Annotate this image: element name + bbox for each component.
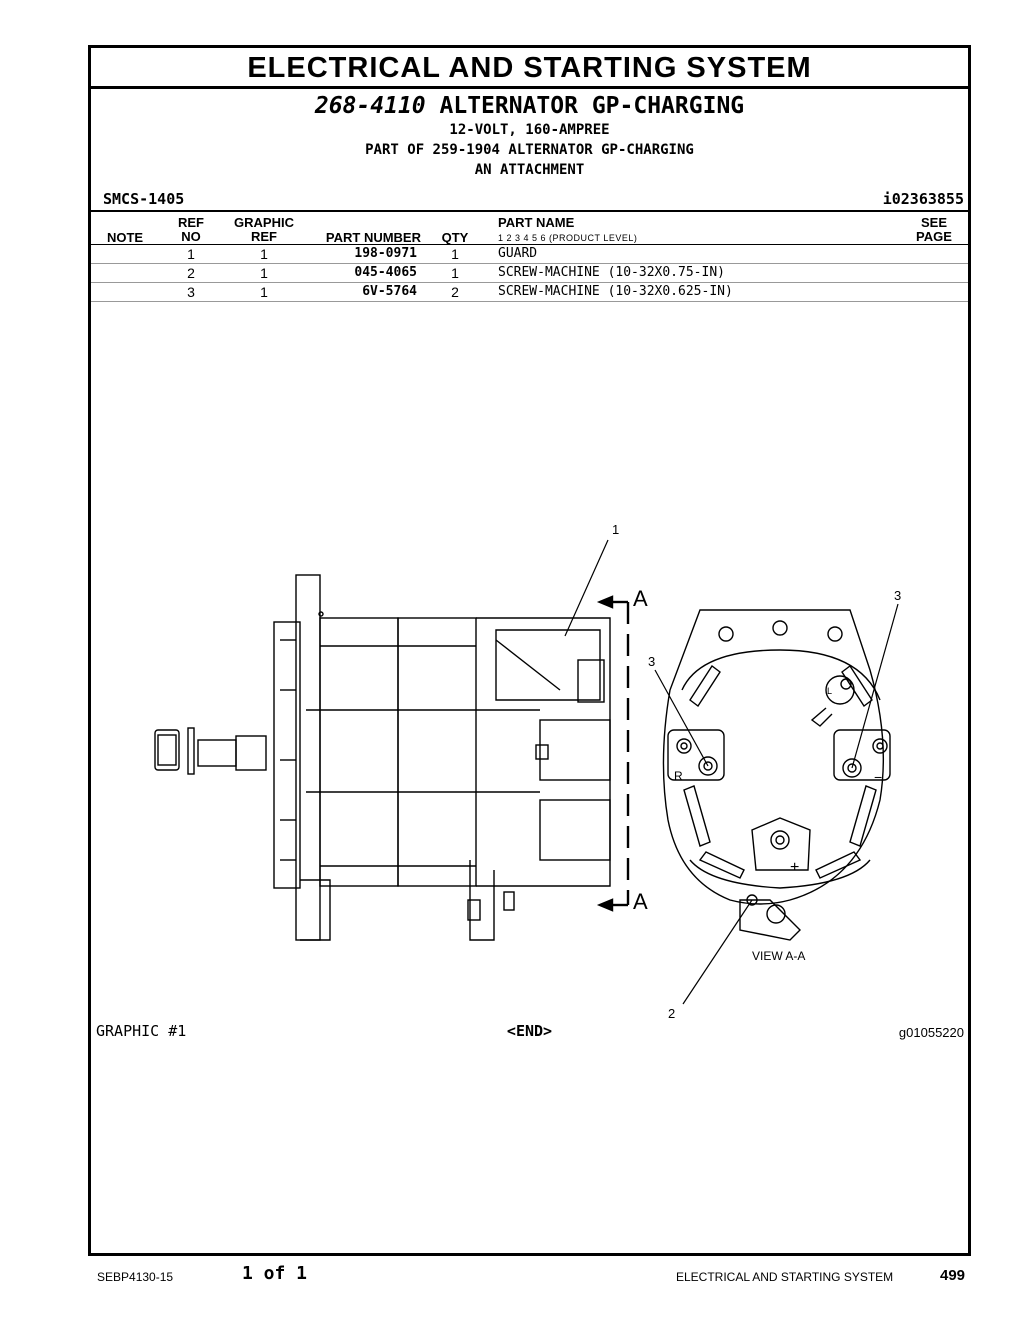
part-number-link[interactable]: 6V-5764 [362, 284, 417, 299]
terminal-r-label: R [674, 769, 683, 783]
graphic-id: g01055220 [898, 1025, 964, 1040]
group-parent: PART OF 259-1904 ALTERNATOR GP-CHARGING [365, 142, 694, 158]
group-spec: 12-VOLT, 160-AMPREE [449, 122, 610, 138]
section-line [596, 595, 630, 912]
terminal-plus-label: + [790, 859, 799, 876]
leader-lines [564, 539, 899, 1005]
table-row: 3 1 6V-5764 2 SCREW-MACHINE (10-32X0.625… [91, 282, 968, 301]
footer-page-number: 499 [940, 1267, 966, 1284]
footer-page-of: 1 of 1 [242, 1263, 308, 1284]
callout-2: 2 [668, 1006, 675, 1021]
product-level-header: 1 2 3 4 5 6 (PRODUCT LEVEL) [498, 233, 638, 243]
section-a-bottom: A [633, 889, 648, 914]
col-part-number-header: PART NUMBER [325, 230, 421, 245]
callout-3-left: 3 [648, 654, 655, 669]
terminal-l-label: L [827, 686, 832, 696]
page-frame: ELECTRICAL AND STARTING SYSTEM 268-4110 … [88, 45, 971, 1256]
col-see-page-header: SEE PAGE [916, 215, 952, 244]
group-number[interactable]: 268-4110 [314, 93, 426, 119]
section-a-top: A [633, 586, 648, 611]
col-graphic-header: GRAPHIC REF [234, 215, 294, 244]
callout-3-right: 3 [894, 588, 901, 603]
part-number-link[interactable]: 198-0971 [354, 246, 417, 261]
part-number-link[interactable]: 045-4065 [354, 265, 417, 280]
callout-1: 1 [612, 522, 619, 537]
col-note-header: NOTE [106, 230, 144, 245]
col-qty-header: QTY [441, 230, 469, 245]
alternator-end-view: R − + L [662, 609, 891, 941]
terminal-minus-label: − [874, 769, 882, 785]
footer-doc-number: SEBP4130-15 [97, 1270, 174, 1284]
end-label: <END> [506, 1022, 553, 1040]
illustration-id: i02363855 [882, 190, 964, 208]
footer-section: ELECTRICAL AND STARTING SYSTEM [676, 1270, 894, 1284]
group-name: ALTERNATOR GP-CHARGING [439, 93, 745, 119]
group-heading: 268-4110 ALTERNATOR GP-CHARGING 12-VOLT,… [91, 92, 968, 180]
group-type: AN ATTACHMENT [474, 162, 585, 178]
col-part-name-header: PART NAME [498, 215, 575, 230]
header-rule [91, 210, 968, 212]
alternator-side-view [154, 574, 611, 941]
section-title: ELECTRICAL AND STARTING SYSTEM [91, 48, 968, 89]
table-end-rule [91, 301, 968, 302]
col-ref-header: REF NO [178, 215, 204, 244]
view-label: VIEW A-A [752, 949, 805, 963]
smcs-code: SMCS-1405 [103, 190, 185, 208]
table-row: 2 1 045-4065 1 SCREW-MACHINE (10-32X0.75… [91, 263, 968, 282]
table-row: 1 1 198-0971 1 GUARD [91, 244, 968, 263]
graphic-label: GRAPHIC #1 [96, 1022, 187, 1040]
